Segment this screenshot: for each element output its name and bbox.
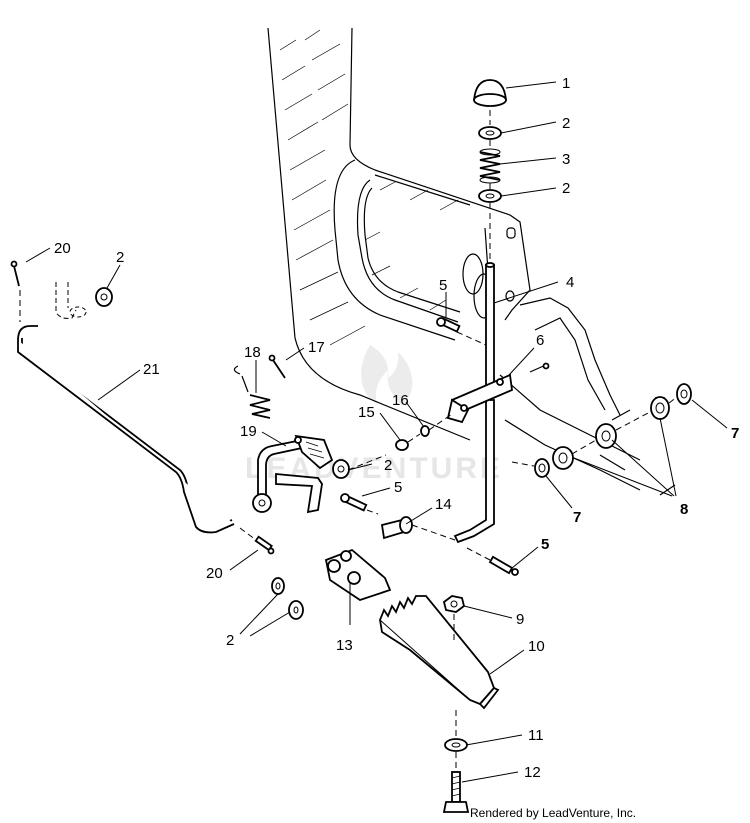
callout-2: 2 [226, 632, 234, 649]
callout-11: 11 [528, 727, 544, 744]
callout-10: 10 [528, 638, 545, 655]
screw-part-17 [268, 354, 286, 379]
callout-7: 7 [573, 509, 581, 526]
bolt-part-12 [442, 771, 470, 813]
callout-5: 5 [394, 479, 402, 496]
cap-part-1 [473, 79, 507, 107]
callout-15: 15 [358, 404, 375, 421]
washer-part-2-bottom-a [271, 577, 285, 595]
nut-part-9 [442, 595, 466, 613]
pin-part-14 [380, 516, 413, 540]
callout-12: 12 [524, 764, 541, 781]
callout-9: 9 [516, 611, 524, 628]
washer-part-16 [420, 425, 430, 437]
rod-part-21 [17, 325, 235, 534]
guide-lines-left [55, 282, 87, 319]
callout-3: 3 [562, 151, 570, 168]
pin-part-20-top [10, 260, 20, 287]
callout-17: 17 [308, 339, 325, 356]
bracket-part-6 [446, 373, 513, 424]
bushing-part-8-mid [595, 423, 617, 449]
screw-small-6 [529, 362, 550, 373]
leader-lines [25, 81, 728, 783]
callout-13: 13 [336, 637, 353, 654]
assembly-lines [19, 110, 678, 770]
washer-part-7-left [534, 458, 550, 478]
washer-part-11 [444, 738, 468, 752]
pedal-pad-part-10 [379, 595, 500, 710]
callout-7: 7 [731, 425, 739, 442]
washer-part-2-mid [478, 189, 502, 203]
bolt-part-5-upper [436, 317, 461, 333]
callout-5: 5 [541, 536, 549, 553]
washer-part-7-right [676, 383, 692, 405]
pedal-arm-part-19 [252, 434, 334, 514]
pedal-bracket-part-13 [324, 548, 392, 601]
washer-part-2-bottom-b [288, 600, 304, 620]
pin-part-20-bottom [254, 535, 275, 555]
callout-2: 2 [116, 249, 124, 266]
callout-20: 20 [206, 565, 223, 582]
callout-19: 19 [240, 423, 257, 440]
callout-2: 2 [562, 115, 570, 132]
fender-panel [267, 27, 676, 496]
callout-16: 16 [392, 392, 409, 409]
washer-part-2-left [95, 287, 113, 307]
nut-part-15 [395, 439, 409, 451]
callout-2: 2 [384, 457, 392, 474]
bushing-part-8-left [552, 446, 574, 470]
callouts: 1 2 3 2 4 20 2 5 6 18 17 21 16 15 7 19 2… [54, 75, 739, 781]
callout-8: 8 [680, 501, 688, 518]
credit-text: Rendered by LeadVenture, Inc. [470, 806, 636, 820]
callout-5: 5 [439, 277, 447, 294]
callout-6: 6 [536, 332, 544, 349]
callout-20: 20 [54, 240, 71, 257]
callout-1: 1 [562, 75, 570, 92]
bolt-part-5-lower [488, 555, 519, 576]
callout-21: 21 [143, 361, 160, 378]
bushing-part-8-right [650, 396, 670, 420]
spring-part-18 [233, 365, 271, 419]
callout-4: 4 [566, 274, 574, 291]
callout-18: 18 [244, 344, 261, 361]
washer-part-2-top [478, 126, 502, 140]
bolt-part-5-middle [340, 493, 368, 512]
callout-2: 2 [562, 180, 570, 197]
washer-part-2-center [332, 459, 350, 479]
rod-part-4 [453, 262, 495, 544]
spring-part-3 [479, 148, 501, 184]
callout-14: 14 [435, 496, 452, 513]
